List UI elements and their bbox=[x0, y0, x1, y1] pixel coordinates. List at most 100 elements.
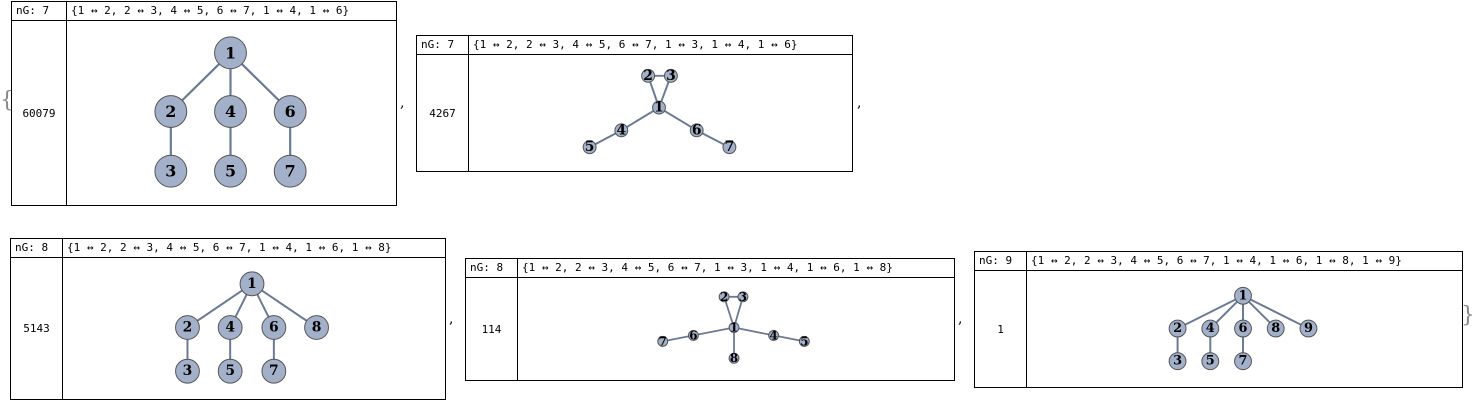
vertex-circle bbox=[1201, 352, 1220, 371]
vertex-label: 3 bbox=[666, 68, 676, 84]
vertex-label: 6 bbox=[1239, 321, 1248, 336]
vertex-circle bbox=[1168, 319, 1187, 338]
vertex-circle bbox=[261, 315, 287, 340]
graph-panel: nG: 7 {1 ↔ 2, 2 ↔ 3, 4 ↔ 5, 6 ↔ 7, 1 ↔ 3… bbox=[416, 35, 853, 172]
graph-panel: nG: 8 {1 ↔ 2, 2 ↔ 3, 4 ↔ 5, 6 ↔ 7, 1 ↔ 3… bbox=[465, 258, 955, 381]
vertex-label: 4 bbox=[1206, 321, 1215, 336]
vertex-circle bbox=[217, 315, 243, 340]
graph-vertex: 7 bbox=[722, 139, 737, 155]
vertex-circle bbox=[214, 36, 247, 70]
graph-vertex: 4 bbox=[217, 315, 243, 340]
open-brace: { bbox=[0, 88, 14, 113]
graph-vertex: 2 bbox=[1168, 319, 1187, 338]
graph-vertex: 3 bbox=[175, 358, 200, 384]
graph-drawing: 1 2 3 4 5 6 7 8 bbox=[175, 271, 329, 384]
vertex-circle bbox=[273, 154, 307, 188]
graph-vertex: 4 bbox=[614, 122, 629, 138]
vertex-circle bbox=[1266, 319, 1285, 338]
graph-edge bbox=[186, 282, 253, 329]
vertex-circle bbox=[652, 100, 666, 115]
graph-vertex: 1 bbox=[1234, 286, 1252, 305]
graph-panel: nG: 8 {1 ↔ 2, 2 ↔ 3, 4 ↔ 5, 6 ↔ 7, 1 ↔ 4… bbox=[10, 238, 446, 400]
vertex-circle bbox=[1168, 352, 1187, 371]
graph-vertex: 5 bbox=[798, 334, 810, 348]
graph-vertex: 3 bbox=[737, 290, 749, 304]
vertex-circle bbox=[614, 123, 629, 138]
vertex-circle bbox=[1201, 319, 1220, 338]
vertex-label: 4 bbox=[225, 320, 235, 336]
vertex-circle bbox=[1234, 319, 1252, 338]
graph-vertex: 4 bbox=[214, 95, 247, 128]
vertex-circle bbox=[657, 335, 669, 347]
edge-list: {1 ↔ 2, 2 ↔ 3, 4 ↔ 5, 6 ↔ 7, 1 ↔ 4, 1 ↔ … bbox=[71, 4, 350, 17]
vertex-label: 9 bbox=[1304, 321, 1313, 336]
graph-vertex: 3 bbox=[1168, 352, 1187, 371]
vertex-circle bbox=[154, 95, 188, 128]
panel-header: nG: 8 {1 ↔ 2, 2 ↔ 3, 4 ↔ 5, 6 ↔ 7, 1 ↔ 3… bbox=[466, 259, 954, 278]
vertex-label: 1 bbox=[654, 100, 664, 116]
count-value: 4267 bbox=[417, 55, 469, 171]
graph-vertex: 5 bbox=[217, 358, 243, 384]
graph-vertex: 3 bbox=[663, 68, 678, 84]
vertex-label: 5 bbox=[225, 162, 236, 181]
vertex-circle bbox=[175, 315, 200, 340]
vertex-circle bbox=[1234, 286, 1252, 305]
graph-edge bbox=[251, 282, 318, 329]
graph-vertex: 6 bbox=[261, 315, 287, 340]
vertex-circle bbox=[217, 358, 243, 384]
graph-edge bbox=[1242, 294, 1309, 330]
edge-list: {1 ↔ 2, 2 ↔ 3, 4 ↔ 5, 6 ↔ 7, 1 ↔ 3, 1 ↔ … bbox=[473, 38, 798, 51]
graph-vertex: 2 bbox=[175, 315, 200, 340]
vertex-circle bbox=[214, 154, 247, 188]
vertex-label: 1 bbox=[247, 276, 257, 292]
vertex-circle bbox=[641, 68, 656, 83]
graph-vertex: 6 bbox=[689, 122, 704, 138]
vertex-circle bbox=[768, 329, 780, 341]
vertex-label: 7 bbox=[725, 139, 735, 155]
vertex-label: 8 bbox=[730, 351, 738, 365]
vertex-circle bbox=[1234, 352, 1252, 371]
vertex-count-label: nG: 8 bbox=[11, 239, 63, 257]
edge-list: {1 ↔ 2, 2 ↔ 3, 4 ↔ 5, 6 ↔ 7, 1 ↔ 3, 1 ↔ … bbox=[522, 261, 893, 274]
vertex-label: 3 bbox=[183, 363, 193, 379]
panel-header: nG: 9 {1 ↔ 2, 2 ↔ 3, 4 ↔ 5, 6 ↔ 7, 1 ↔ 4… bbox=[975, 252, 1462, 271]
graph-vertex: 1 bbox=[728, 321, 740, 335]
vertex-circle bbox=[728, 322, 740, 333]
graph-vertex: 9 bbox=[1299, 319, 1318, 338]
graph-edge bbox=[620, 106, 660, 132]
panel-header: nG: 7 {1 ↔ 2, 2 ↔ 3, 4 ↔ 5, 6 ↔ 7, 1 ↔ 4… bbox=[12, 2, 396, 21]
vertex-circle bbox=[689, 123, 704, 138]
vertex-circle bbox=[722, 140, 737, 155]
graph-panel: nG: 9 {1 ↔ 2, 2 ↔ 3, 4 ↔ 5, 6 ↔ 7, 1 ↔ 4… bbox=[974, 251, 1463, 388]
vertex-label: 5 bbox=[800, 334, 808, 348]
graph-edge bbox=[733, 326, 774, 337]
vertex-circle bbox=[175, 358, 200, 384]
vertex-circle bbox=[663, 68, 678, 83]
vertex-count-label: nG: 7 bbox=[12, 2, 67, 20]
separator-comma: , bbox=[958, 311, 963, 327]
vertex-label: 3 bbox=[1173, 354, 1182, 369]
vertex-circle bbox=[304, 315, 329, 340]
graph-vertex: 5 bbox=[582, 139, 597, 155]
graph-vertex: 8 bbox=[304, 315, 329, 340]
vertex-label: 8 bbox=[312, 320, 322, 336]
vertex-circle bbox=[239, 271, 265, 297]
graph-vertex: 4 bbox=[1201, 319, 1220, 338]
edge-list: {1 ↔ 2, 2 ↔ 3, 4 ↔ 5, 6 ↔ 7, 1 ↔ 4, 1 ↔ … bbox=[1031, 254, 1402, 267]
vertex-label: 6 bbox=[285, 102, 296, 121]
vertex-label: 6 bbox=[269, 320, 279, 336]
vertex-count-label: nG: 8 bbox=[466, 259, 518, 277]
vertex-count-label: nG: 9 bbox=[975, 252, 1027, 270]
vertex-circle bbox=[728, 352, 740, 364]
edge-list: {1 ↔ 2, 2 ↔ 3, 4 ↔ 5, 6 ↔ 7, 1 ↔ 4, 1 ↔ … bbox=[67, 241, 392, 254]
graph-vertex: 6 bbox=[1234, 319, 1252, 338]
vertex-label: 2 bbox=[1173, 321, 1182, 336]
vertex-label: 2 bbox=[720, 290, 728, 304]
graph-vertex: 7 bbox=[261, 358, 287, 384]
